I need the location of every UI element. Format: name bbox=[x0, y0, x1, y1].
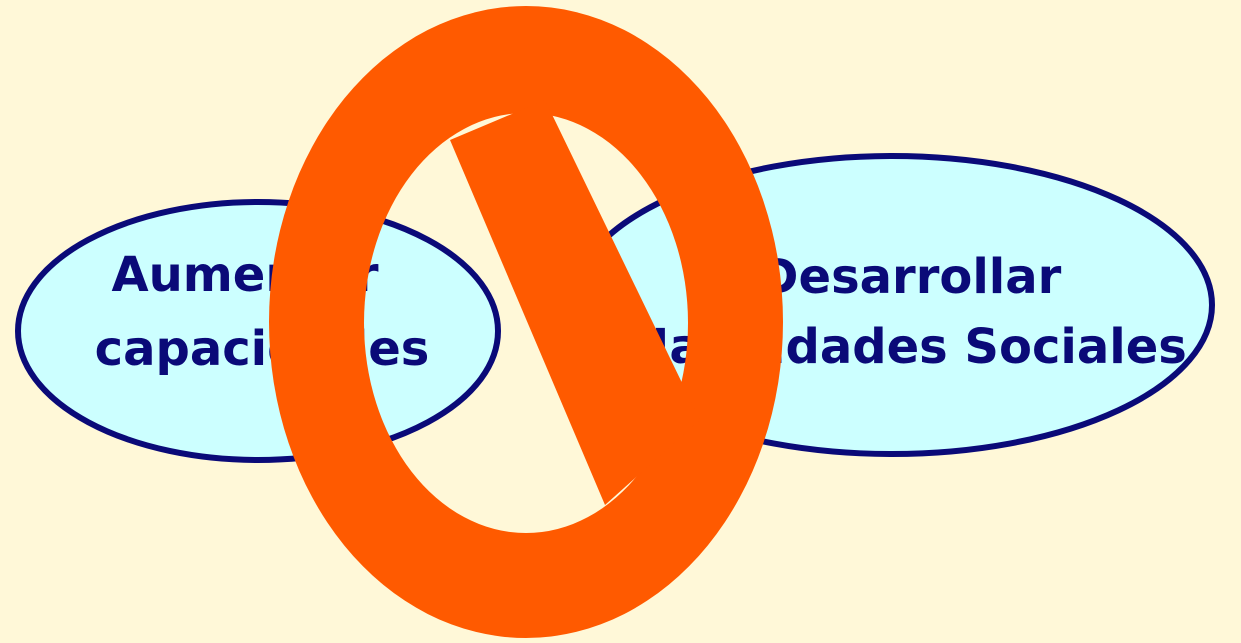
prohibition-icon bbox=[269, 6, 783, 638]
right-ellipse-line1: Desarrollar bbox=[759, 249, 1062, 305]
